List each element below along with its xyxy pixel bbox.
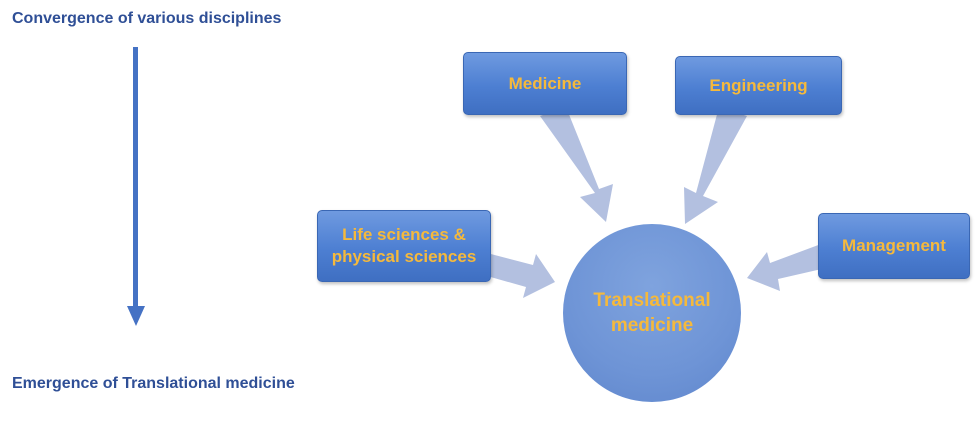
discipline-box-medicine: Medicine <box>463 52 627 115</box>
arrow-life <box>480 253 555 298</box>
arrow-engineering <box>684 107 747 224</box>
center-label: Translational medicine <box>593 290 711 336</box>
vertical-axis-arrow <box>127 47 145 326</box>
arrow-medicine <box>540 107 613 222</box>
arrow-management <box>747 244 826 291</box>
discipline-box-life-physical-sciences: Life sciences & physical sciences <box>317 210 491 282</box>
discipline-label: Life sciences & physical sciences <box>331 225 477 266</box>
translational-medicine-circle: Translational medicine <box>563 224 741 402</box>
discipline-box-management: Management <box>818 213 970 279</box>
bottom-label: Emergence of Translational medicine <box>12 375 295 392</box>
discipline-box-engineering: Engineering <box>675 56 842 115</box>
discipline-label: Engineering <box>709 75 808 95</box>
discipline-label: Medicine <box>508 73 582 93</box>
top-label: Convergence of various disciplines <box>12 10 282 27</box>
discipline-label: Management <box>842 236 946 255</box>
